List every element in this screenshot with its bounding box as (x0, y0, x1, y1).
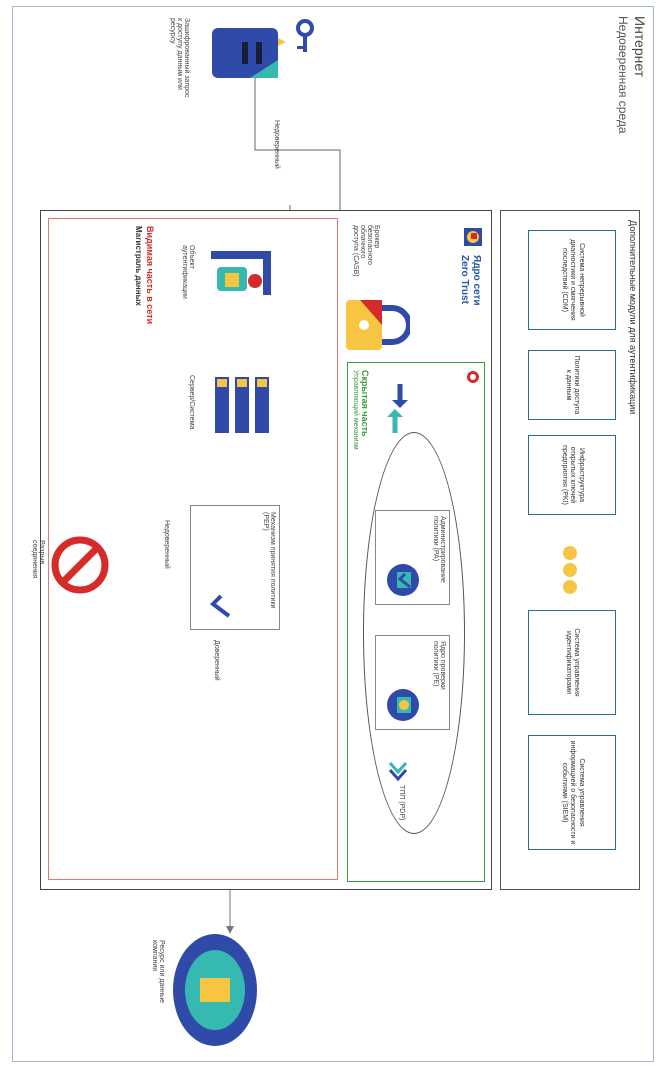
module-cdm: Система непрерывной диагностики и смягче… (528, 230, 616, 330)
cloud-gear-icon (385, 685, 425, 725)
arrow-up-icon (380, 405, 410, 435)
core-title-1: Ядро сети (471, 255, 482, 306)
pa-label: Администрирование политики (PA) (432, 516, 446, 583)
server-label: Сервер/Система (188, 375, 195, 430)
hidden-title: Скрытая часть (360, 370, 370, 437)
module-siem: Система управления информацией о безопас… (528, 735, 616, 850)
hidden-subtitle: Управляющий механизм (352, 370, 359, 450)
auth-object-icon (205, 245, 275, 305)
auth-object-label: Объект аутентификации (181, 245, 195, 299)
resource-label: Ресурс или данные компании (151, 940, 165, 1003)
visible-title: Видимая часть в сети (145, 226, 155, 325)
pdp-label: ТПП (PDP) (398, 785, 405, 821)
break-label: Разрыв соединения (31, 540, 45, 579)
chip-icon (461, 225, 485, 249)
untrusted-label: Недоверенный (163, 520, 170, 569)
cloud-resource-icon (170, 930, 270, 1050)
request-label: Зашифрованный запрос к доступу данным ил… (169, 18, 190, 98)
pep-label: Механизм принятия политики (PEP) (262, 512, 276, 609)
module-pki: Инфраструктура открытых ключей предприят… (528, 435, 616, 515)
arrow-down-icon (385, 380, 415, 410)
module-data-policy: Политики доступа к данным (528, 350, 616, 420)
refresh-icon (466, 370, 480, 384)
untrusted-top-label: Недоверенный (273, 120, 280, 169)
modules-title: Дополнительные модули для аутентификации (628, 220, 638, 415)
ellipsis-dots-icon (560, 545, 580, 594)
pdp-logo-icon (386, 760, 410, 784)
cloud-check-icon (385, 560, 425, 600)
encrypted-document-icon (200, 18, 290, 88)
pe-label: Ядро проверки политики (PE) (432, 641, 446, 690)
trusted-label: Доверенный (213, 640, 220, 681)
lock-icon (340, 290, 412, 360)
core-title-2: Zero Trust (459, 255, 470, 304)
check-icon (205, 590, 235, 620)
policy-ellipse (363, 432, 465, 834)
key-icon (290, 18, 320, 58)
module-identity: Система управления идентификаторами (528, 610, 616, 715)
server-icon (200, 375, 275, 435)
casb-label: Брокер безопасного облачного доступа (CA… (352, 225, 380, 277)
no-entry-icon (50, 535, 110, 595)
visible-subtitle: Магистраль данных (134, 226, 143, 306)
